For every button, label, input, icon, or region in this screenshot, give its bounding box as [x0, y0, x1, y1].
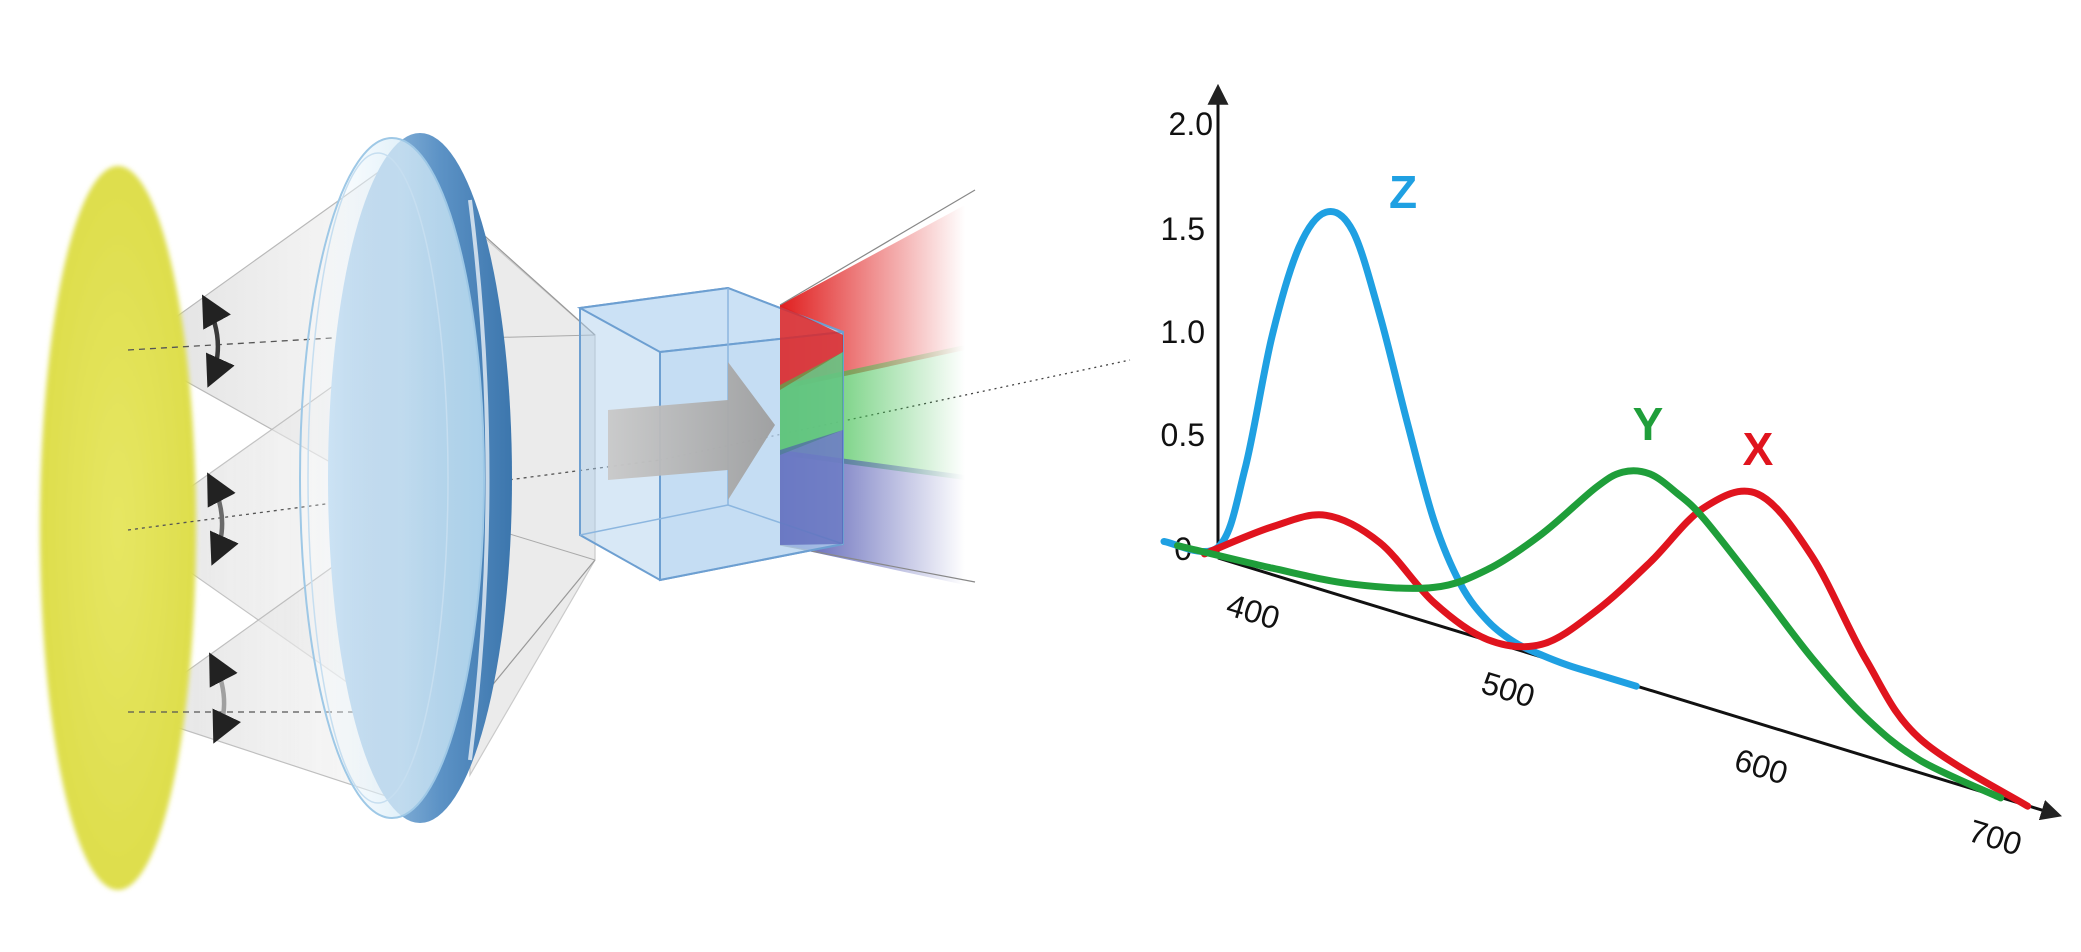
angle-arrow-icon [207, 472, 239, 566]
cube-edge [579, 504, 729, 536]
curve-label-x: X [1743, 423, 1774, 475]
cube-red-strip [780, 305, 843, 390]
cube-green-strip [780, 352, 843, 455]
curve-label-z: Z [1389, 166, 1417, 218]
y-tick-label: 0.5 [1161, 417, 1205, 453]
optics-diagram [40, 133, 1131, 890]
curve-layer [1160, 208, 2032, 810]
curve-y [1174, 467, 2005, 802]
lens-inner-ring [307, 152, 449, 804]
curve-z [1160, 208, 1640, 690]
angle-arrows [201, 294, 242, 744]
ray-dashed [127, 333, 401, 351]
curve-x [1201, 487, 2032, 810]
y-tick-label: 1.0 [1161, 314, 1205, 350]
lens [299, 133, 512, 823]
lens-highlight [468, 199, 490, 761]
spectral-chart: 0 0.5 1.0 1.5 2.0 400 500 600 700 Z Y X [1160, 83, 2063, 862]
band-edge [779, 189, 976, 306]
filter-cube [576, 286, 844, 582]
angle-arrow-icon [209, 652, 242, 744]
y-tick-labels: 0 0.5 1.0 1.5 2.0 [1161, 106, 1213, 567]
y-tick-label: 1.5 [1161, 211, 1205, 247]
direction-arrow-icon [608, 362, 775, 500]
x-tick-label: 500 [1477, 664, 1539, 714]
x-tick-label: 700 [1964, 812, 2026, 862]
x-tick-label: 600 [1730, 741, 1792, 791]
light-source [40, 166, 196, 890]
x-tick-label: 400 [1222, 586, 1284, 636]
y-tick-label: 2.0 [1169, 106, 1213, 142]
curve-label-y: Y [1633, 398, 1664, 450]
angle-arrow-icon [201, 294, 235, 388]
lens-face [299, 137, 485, 819]
band-edge [779, 544, 976, 583]
cube-blue-strip [780, 430, 843, 545]
